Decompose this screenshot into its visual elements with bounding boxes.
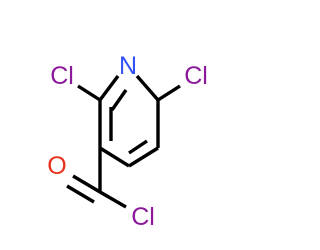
bond-c5-c4 — [128, 146, 159, 168]
bond-carbonyl-cl — [99, 190, 127, 209]
bond-c2-n-double — [110, 89, 128, 111]
bond-c5-c4-double — [128, 139, 148, 155]
structure-diagram: N Cl Cl O Cl — [47, 52, 208, 231]
bond-c2-n — [98, 74, 120, 102]
bond-carbonyl-o — [72, 174, 101, 194]
bond-c2-cl — [77, 84, 101, 102]
atom-chlorine-6: Cl — [184, 62, 208, 90]
bond-c6-cl — [157, 84, 181, 102]
bond-c4-c3 — [99, 146, 130, 168]
atom-nitrogen: N — [119, 52, 137, 80]
bond-n-c6 — [135, 74, 160, 102]
atom-oxygen: O — [47, 152, 66, 180]
atom-chlorine-acyl: Cl — [131, 203, 155, 231]
bond-carbonyl-o-double — [66, 184, 95, 204]
bonds — [66, 74, 181, 209]
atom-chlorine-2: Cl — [50, 62, 74, 90]
atom-labels: N Cl Cl O Cl — [47, 52, 208, 231]
